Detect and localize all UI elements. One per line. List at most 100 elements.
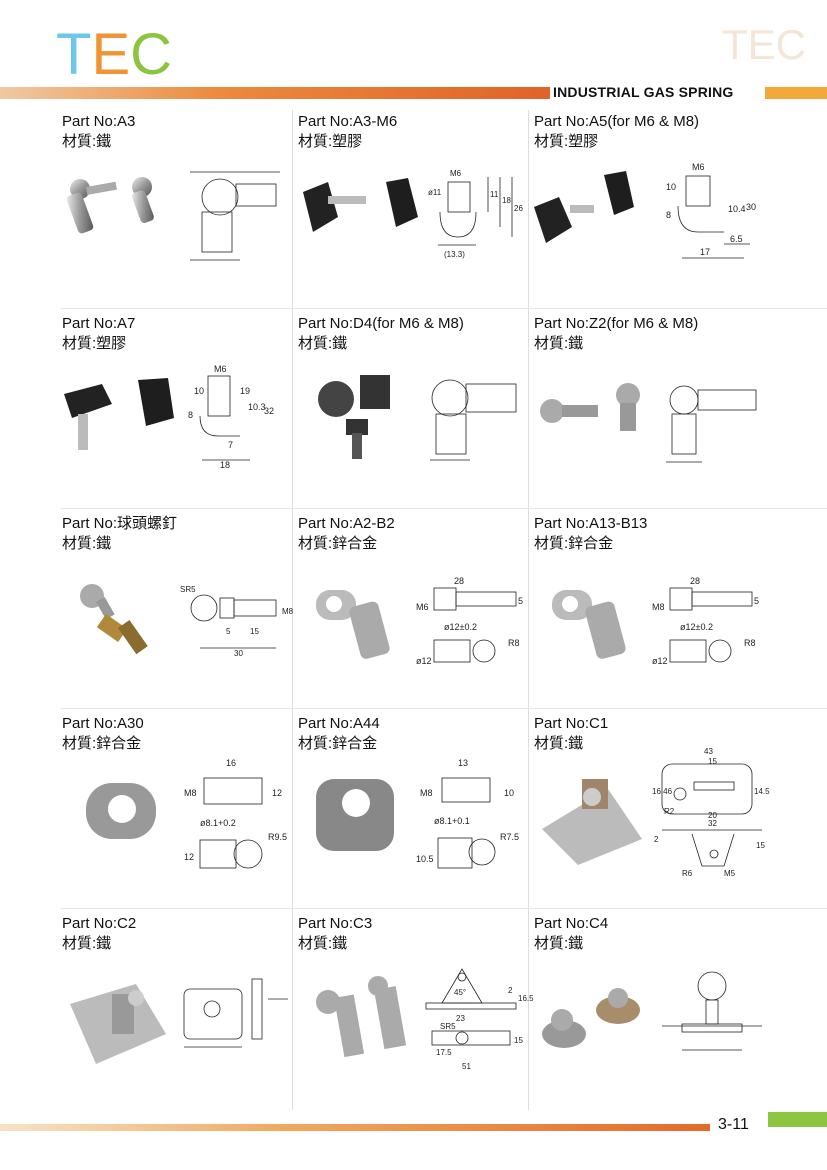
part-card-a3: Part No:A3 材質:鐵 bbox=[62, 112, 298, 312]
part-photo bbox=[86, 783, 156, 839]
dim-label: 15 bbox=[250, 627, 259, 636]
technical-drawing bbox=[183, 978, 288, 1048]
technical-drawing: M6 10 8 19 10.3 32 7 18 bbox=[188, 364, 274, 469]
dim-label: M6 bbox=[692, 162, 705, 172]
technical-drawing: 43 15 16.46 14.5 R2 20 32 2 15 R6 M5 bbox=[652, 747, 770, 878]
part-material: 材質:鐵 bbox=[62, 535, 112, 552]
part-number: Part No:球頭螺釘 bbox=[62, 515, 178, 532]
technical-drawing bbox=[662, 971, 762, 1051]
header-bar bbox=[0, 87, 550, 99]
dim-label: R8 bbox=[744, 638, 756, 648]
part-number: Part No:D4(for M6 & M8) bbox=[298, 315, 464, 332]
part-card-c1: Part No:C1 材質:鐵 43 15 16.46 14.5 R2 20 3… bbox=[534, 714, 770, 914]
row-divider bbox=[60, 708, 827, 709]
part-card-c3: Part No:C3 材質:鐵 45° 2 16.5 23 SR5 15 17.… bbox=[298, 914, 534, 1114]
part-card-a5: Part No:A5(for M6 & M8) 材質:塑膠 M6 10 8 10… bbox=[534, 112, 770, 312]
dim-label: 10 bbox=[666, 182, 676, 192]
dim-label: 10 bbox=[504, 788, 514, 798]
part-card-a44: Part No:A44 材質:鋅合金 13 M8 10 ø8.1+0.1 10.… bbox=[298, 714, 534, 914]
part-material: 材質:鋅合金 bbox=[534, 535, 614, 552]
dim-label: 6.5 bbox=[730, 234, 743, 244]
dim-label: 10.3 bbox=[248, 402, 266, 412]
part-card-d4: Part No:D4(for M6 & M8) 材質:鐵 bbox=[298, 314, 534, 514]
part-photo bbox=[80, 584, 148, 655]
dim-label: R8 bbox=[508, 638, 520, 648]
dim-label: 17 bbox=[700, 247, 710, 257]
dim-label: 32 bbox=[708, 819, 717, 828]
dim-label: 18 bbox=[220, 460, 230, 469]
technical-drawing: SR5 M8 5 15 30 bbox=[180, 585, 294, 658]
part-card-a2-b2: Part No:A2-B2 材質:鋅合金 28 M6 5 ø12±0.2 ø12… bbox=[298, 514, 534, 714]
part-material: 材質:鐵 bbox=[298, 335, 348, 352]
dim-label: 23 bbox=[456, 1014, 465, 1023]
part-card-z2: Part No:Z2(for M6 & M8) 材質:鐵 bbox=[534, 314, 770, 514]
dim-label: 26 bbox=[514, 204, 523, 213]
technical-drawing: 16 M8 12 ø8.1+0.2 12 R9.5 bbox=[184, 758, 287, 869]
technical-drawing: M6 ø11 11 18 26 (13.3) bbox=[428, 169, 523, 259]
dim-label: 17.5 bbox=[436, 1048, 452, 1057]
part-photo bbox=[540, 383, 640, 431]
dim-label: M8 bbox=[282, 607, 294, 616]
part-card-a13-b13: Part No:A13-B13 材質:鋅合金 28 M8 5 ø12±0.2 ø… bbox=[534, 514, 770, 714]
part-number: Part No:Z2(for M6 & M8) bbox=[534, 315, 699, 332]
technical-drawing: 28 M6 5 ø12±0.2 ø12 R8 bbox=[416, 576, 523, 666]
page-title: INDUSTRIAL GAS SPRING bbox=[553, 84, 734, 100]
dim-label: M8 bbox=[420, 788, 433, 798]
part-number: Part No:C2 bbox=[62, 915, 137, 932]
part-photo bbox=[534, 171, 634, 243]
row-divider bbox=[60, 308, 827, 309]
dim-label: 32 bbox=[264, 406, 274, 416]
dim-label: 13 bbox=[458, 758, 468, 768]
dim-label: 28 bbox=[454, 576, 464, 586]
part-photo bbox=[542, 988, 640, 1048]
page-number: 3-11 bbox=[718, 1116, 749, 1133]
technical-drawing bbox=[190, 171, 280, 261]
part-card-ball-screw: Part No:球頭螺釘 材質:鐵 SR5 M8 5 15 30 bbox=[62, 514, 298, 714]
dim-label: 2 bbox=[654, 835, 659, 844]
dim-label: 10.4 bbox=[728, 204, 746, 214]
tec-watermark-logo: TEC bbox=[722, 21, 806, 68]
dim-label: 5 bbox=[226, 627, 231, 636]
part-material: 材質:鐵 bbox=[534, 335, 584, 352]
dim-label: M5 bbox=[724, 869, 736, 878]
dim-label: ø12 bbox=[416, 656, 432, 666]
part-photo bbox=[316, 976, 407, 1058]
part-material: 材質:塑膠 bbox=[62, 335, 127, 352]
dim-label: R9.5 bbox=[268, 832, 287, 842]
dim-label: 12 bbox=[272, 788, 282, 798]
part-material: 材質:鐵 bbox=[62, 935, 112, 952]
tec-logo: TEC bbox=[56, 22, 173, 87]
page-accent-box bbox=[768, 1112, 827, 1127]
row-divider bbox=[60, 908, 827, 909]
dim-label: (13.3) bbox=[444, 250, 465, 259]
dim-label: SR5 bbox=[440, 1022, 456, 1031]
dim-label: 8 bbox=[666, 210, 671, 220]
part-card-a3-m6: Part No:A3-M6 材質:塑膠 M6 ø11 11 18 26 (13.… bbox=[298, 112, 534, 312]
dim-label: 16.5 bbox=[518, 994, 534, 1003]
dim-label: M6 bbox=[416, 602, 429, 612]
column-divider bbox=[292, 110, 293, 1110]
dim-label: R6 bbox=[682, 869, 693, 878]
part-photo bbox=[316, 590, 390, 659]
dim-label: 20 bbox=[708, 811, 717, 820]
part-photo bbox=[318, 375, 390, 459]
dim-label: 12 bbox=[184, 852, 194, 862]
dim-label: 5 bbox=[518, 596, 523, 606]
dim-label: 28 bbox=[690, 576, 700, 586]
part-number: Part No:A7 bbox=[62, 315, 136, 332]
part-material: 材質:塑膠 bbox=[534, 133, 599, 150]
part-photo bbox=[66, 177, 154, 234]
dim-label: 11 bbox=[490, 190, 499, 199]
technical-drawing: M6 10 8 10.4 30 6.5 17 bbox=[666, 162, 756, 259]
dim-label: 15 bbox=[514, 1036, 523, 1045]
part-photo bbox=[542, 779, 642, 865]
dim-label: 5 bbox=[754, 596, 759, 606]
dim-label: ø12 bbox=[652, 656, 668, 666]
part-photo bbox=[64, 378, 174, 450]
dim-label: 2 bbox=[508, 986, 513, 995]
dim-label: ø8.1+0.1 bbox=[434, 816, 470, 826]
part-number: Part No:A13-B13 bbox=[534, 515, 648, 532]
dim-label: M6 bbox=[214, 364, 227, 374]
part-number: Part No:C1 bbox=[534, 715, 609, 732]
part-material: 材質:鐵 bbox=[298, 935, 348, 952]
